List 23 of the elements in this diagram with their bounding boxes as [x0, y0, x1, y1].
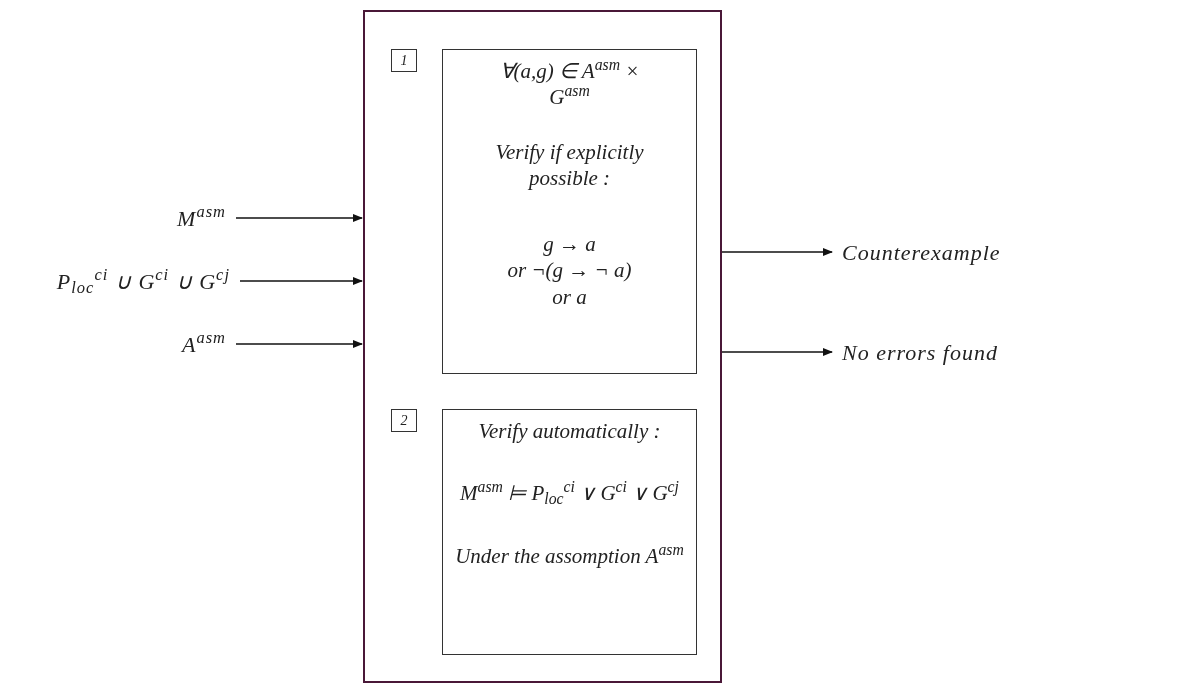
output-label: No errors found	[838, 334, 1038, 370]
formula-text: Verify if explicitly possible :	[494, 138, 645, 191]
arrow	[235, 340, 363, 348]
input-label: A$^{asm}$	[130, 326, 230, 362]
arrow	[721, 348, 833, 356]
step-box	[442, 409, 697, 655]
formula-text: or a	[552, 283, 587, 310]
arrow	[721, 248, 833, 256]
output-label: Counterexample	[838, 234, 1038, 270]
formula-text: Verify automatically :	[478, 418, 661, 445]
arrow	[239, 277, 363, 285]
outer-process-box	[363, 10, 722, 683]
formula-text: Under the assomption A$^{asm}$	[455, 542, 684, 569]
input-label: M$^{asm}$	[130, 200, 230, 236]
step-number-box: 1	[391, 49, 417, 72]
arrow	[235, 214, 363, 222]
formula-text: ∀(a,g) ∈ A$^{asm}$ × G$^{asm}$	[498, 58, 641, 111]
formula-text: M$^{asm}$ ⊨ P$_{loc}$$^{ci}$ ∨ G$^{ci}$ ∨ G$^{cj}$	[460, 480, 679, 507]
formula-text: g → a	[543, 231, 596, 258]
step-box	[442, 49, 697, 374]
input-label: P$_{loc}$$^{ci}$ ∪ G$^{ci}$ ∪ G$^{cj}$	[2, 258, 234, 304]
step-number-box: 2	[391, 409, 417, 432]
formula-text: or ¬(g → ¬ a)	[507, 257, 632, 284]
